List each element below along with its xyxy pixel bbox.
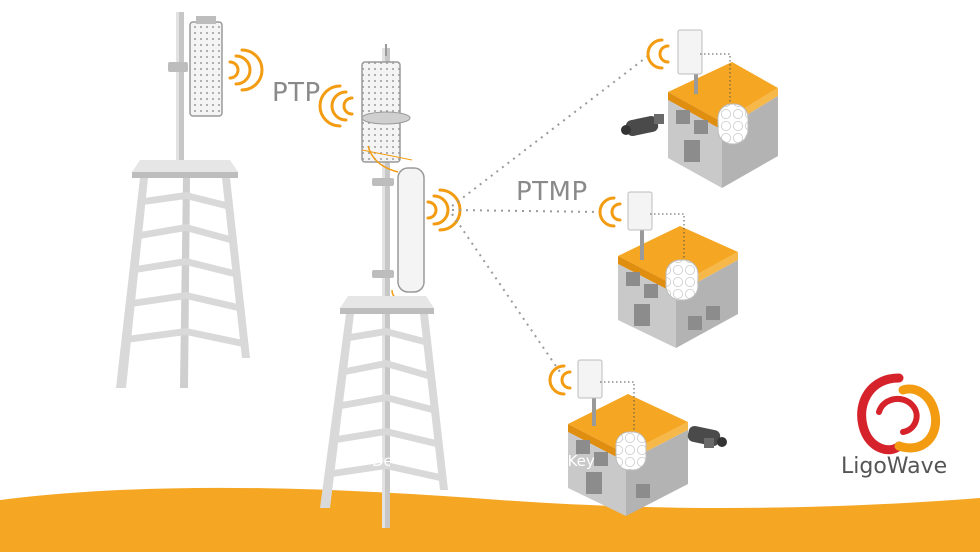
ptp-tower-left: [116, 12, 264, 388]
client-house-top: [621, 29, 778, 188]
wave-icon: [426, 188, 462, 232]
base-station-tower: [318, 44, 462, 528]
ptmp-links: [451, 55, 649, 373]
ligowave-logo-icon: [857, 373, 941, 455]
cpe-radio: [627, 191, 653, 231]
ptmp-label: PTMP: [516, 177, 588, 207]
bottom-wave-band: [0, 487, 980, 552]
ptp-radio-left: [189, 21, 223, 117]
cpe-radio: [677, 29, 703, 75]
wave-icon: [548, 364, 572, 396]
client-house-bottom: [548, 359, 727, 516]
caption-fragment-left: De: [372, 452, 390, 470]
brand-name: LigoWave: [841, 454, 948, 479]
client-house-middle: [598, 191, 738, 348]
cpe-radio: [577, 359, 603, 399]
caption-fragment-right: s Key: [555, 452, 595, 470]
wave-icon: [228, 48, 264, 92]
security-camera-icon: [687, 425, 727, 448]
wave-icon: [598, 196, 622, 228]
wave-icon: [318, 84, 354, 128]
security-camera-icon: [621, 114, 664, 137]
wave-icon: [646, 38, 670, 70]
sector-antenna: [397, 167, 425, 293]
ptp-label: PTP: [272, 78, 321, 108]
